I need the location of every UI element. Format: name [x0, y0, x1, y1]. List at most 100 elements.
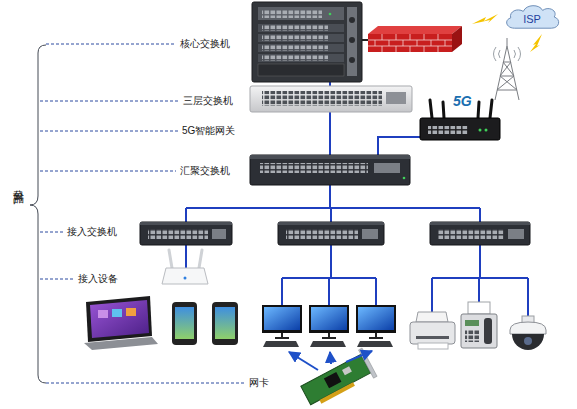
monitor-stand	[322, 333, 336, 338]
layer-label: 汇聚交换机	[180, 165, 230, 177]
switch-top	[430, 222, 530, 225]
monitor-stand	[369, 333, 383, 338]
desktop-pc	[356, 305, 396, 347]
bracket-label: 公司产品	[11, 182, 25, 186]
node-text: ISP	[523, 13, 541, 25]
port-row	[262, 10, 322, 18]
chassis-body	[252, 2, 362, 82]
screen-tile	[126, 308, 136, 316]
wire	[186, 185, 480, 222]
leader-line	[40, 232, 64, 233]
leader-line	[40, 279, 75, 280]
keyboard	[310, 341, 346, 347]
5g-badge: 5G	[453, 93, 472, 110]
monitor-stand	[275, 333, 289, 338]
switch-body	[250, 155, 410, 185]
switch-top	[140, 222, 232, 225]
fax-body	[461, 314, 497, 348]
status-led	[403, 177, 406, 180]
card-pcb	[301, 354, 371, 404]
firewall	[368, 26, 462, 52]
fax-handset	[484, 318, 492, 344]
camera-lens	[524, 337, 532, 345]
tablet	[84, 296, 158, 350]
brick-lines	[368, 34, 452, 52]
tablet-frame	[86, 296, 152, 342]
fan	[349, 57, 355, 63]
firewall-side	[452, 26, 462, 52]
signal-waves	[494, 47, 521, 61]
uplink-ports	[374, 163, 400, 173]
pointer-arrow	[330, 352, 331, 364]
line-card	[258, 54, 344, 62]
phone-screen	[175, 307, 194, 339]
wire	[185, 245, 187, 268]
wire	[432, 245, 528, 316]
port-row	[148, 229, 208, 239]
line-card	[258, 44, 344, 52]
aggregation-switch	[250, 155, 410, 185]
paper-tray	[416, 312, 448, 322]
desktop-pc	[309, 305, 349, 347]
keyboard	[263, 341, 299, 347]
line-card	[258, 24, 344, 32]
port-row	[262, 45, 328, 51]
network-wires	[186, 82, 528, 316]
card-chip	[324, 372, 342, 388]
keyboard	[357, 341, 393, 347]
smartphone	[172, 302, 197, 345]
leader-line	[40, 101, 180, 102]
port-row	[262, 91, 382, 101]
leader-line	[40, 171, 176, 172]
port-row	[438, 229, 504, 239]
wire	[329, 112, 331, 155]
switch-top	[250, 155, 410, 159]
wire	[282, 245, 376, 305]
uplink-ports	[212, 229, 226, 239]
isp-cloud: ISP	[503, 3, 561, 31]
uplink-ports	[508, 229, 524, 239]
fax-display	[465, 320, 479, 326]
leader-line	[46, 44, 176, 45]
firewall-link	[362, 39, 368, 41]
access-switch	[430, 222, 530, 245]
line-card	[258, 34, 344, 42]
leader-line	[40, 131, 180, 132]
tablet-screen	[90, 300, 149, 338]
firewall-top	[368, 26, 462, 34]
pointer-arrow	[289, 352, 318, 370]
tablet-keyboard	[84, 337, 158, 350]
status-led	[329, 13, 332, 16]
fax-paper	[468, 302, 490, 314]
port-row	[428, 126, 468, 134]
layer-label: 三层交换机	[183, 95, 233, 107]
port-row	[262, 35, 328, 41]
leader-lines	[40, 44, 245, 383]
monitor-frame	[262, 305, 302, 333]
fax-keypad	[465, 330, 479, 342]
radio-tower	[494, 38, 521, 100]
product-bracket	[30, 45, 46, 383]
port-row	[262, 25, 328, 31]
status-led	[184, 277, 187, 280]
wire	[329, 82, 331, 86]
card-component	[342, 366, 352, 375]
camera-dome	[512, 334, 544, 350]
status-led	[485, 129, 488, 132]
tower-bracing	[497, 62, 517, 90]
monitor-screen	[311, 307, 347, 330]
tower-mast	[507, 38, 508, 46]
screen-tile	[98, 310, 108, 318]
layer-label: 核心交换机	[180, 38, 230, 50]
fan-tray	[347, 7, 357, 76]
layer3-switch	[250, 86, 412, 112]
wire	[378, 137, 420, 155]
ptz-camera	[510, 316, 546, 350]
firewall-front	[368, 34, 452, 52]
monitor-screen	[358, 307, 394, 330]
core-switch	[252, 2, 362, 82]
access-switch	[278, 222, 384, 245]
fan	[349, 37, 355, 43]
switch-top	[278, 222, 384, 225]
